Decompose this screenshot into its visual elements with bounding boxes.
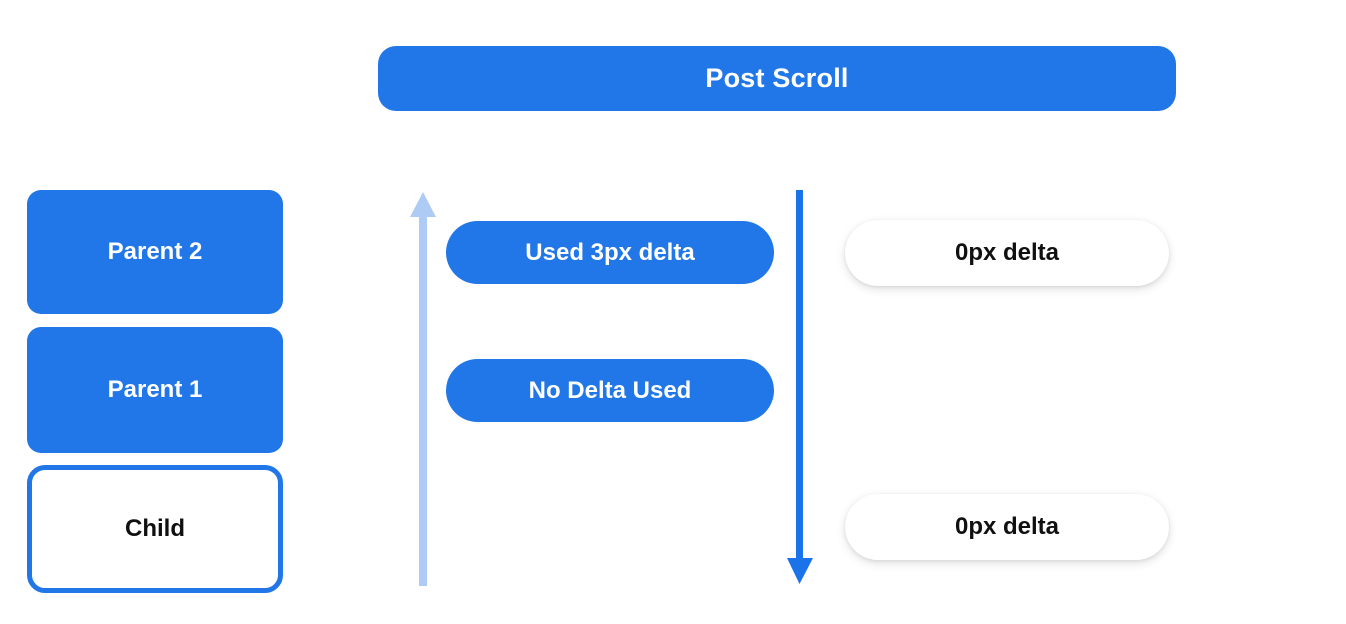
stack-box-label: Child <box>125 515 185 542</box>
scroll-up-arrow-icon <box>410 192 436 586</box>
pill-label: No Delta Used <box>528 376 692 404</box>
stack-box-label: Parent 2 <box>107 238 203 265</box>
stack-box-label: Parent 1 <box>107 376 203 403</box>
diagram-title-bar: Post Scroll <box>378 46 1176 111</box>
pill-used-delta: Used 3px delta <box>446 221 774 284</box>
pill-delta-bottom: 0px delta <box>845 494 1169 560</box>
scroll-down-arrow-icon <box>787 190 813 584</box>
stack-box-child: Child <box>27 465 283 593</box>
pill-delta-top: 0px delta <box>845 220 1169 286</box>
stack-box-parent-2: Parent 2 <box>27 190 283 314</box>
pill-no-delta-used: No Delta Used <box>446 359 774 422</box>
page-title: Post Scroll <box>705 63 849 93</box>
pill-label: 0px delta <box>954 513 1060 540</box>
pill-label: 0px delta <box>954 239 1060 266</box>
pill-label: Used 3px delta <box>525 238 695 266</box>
stack-box-parent-1: Parent 1 <box>27 327 283 453</box>
